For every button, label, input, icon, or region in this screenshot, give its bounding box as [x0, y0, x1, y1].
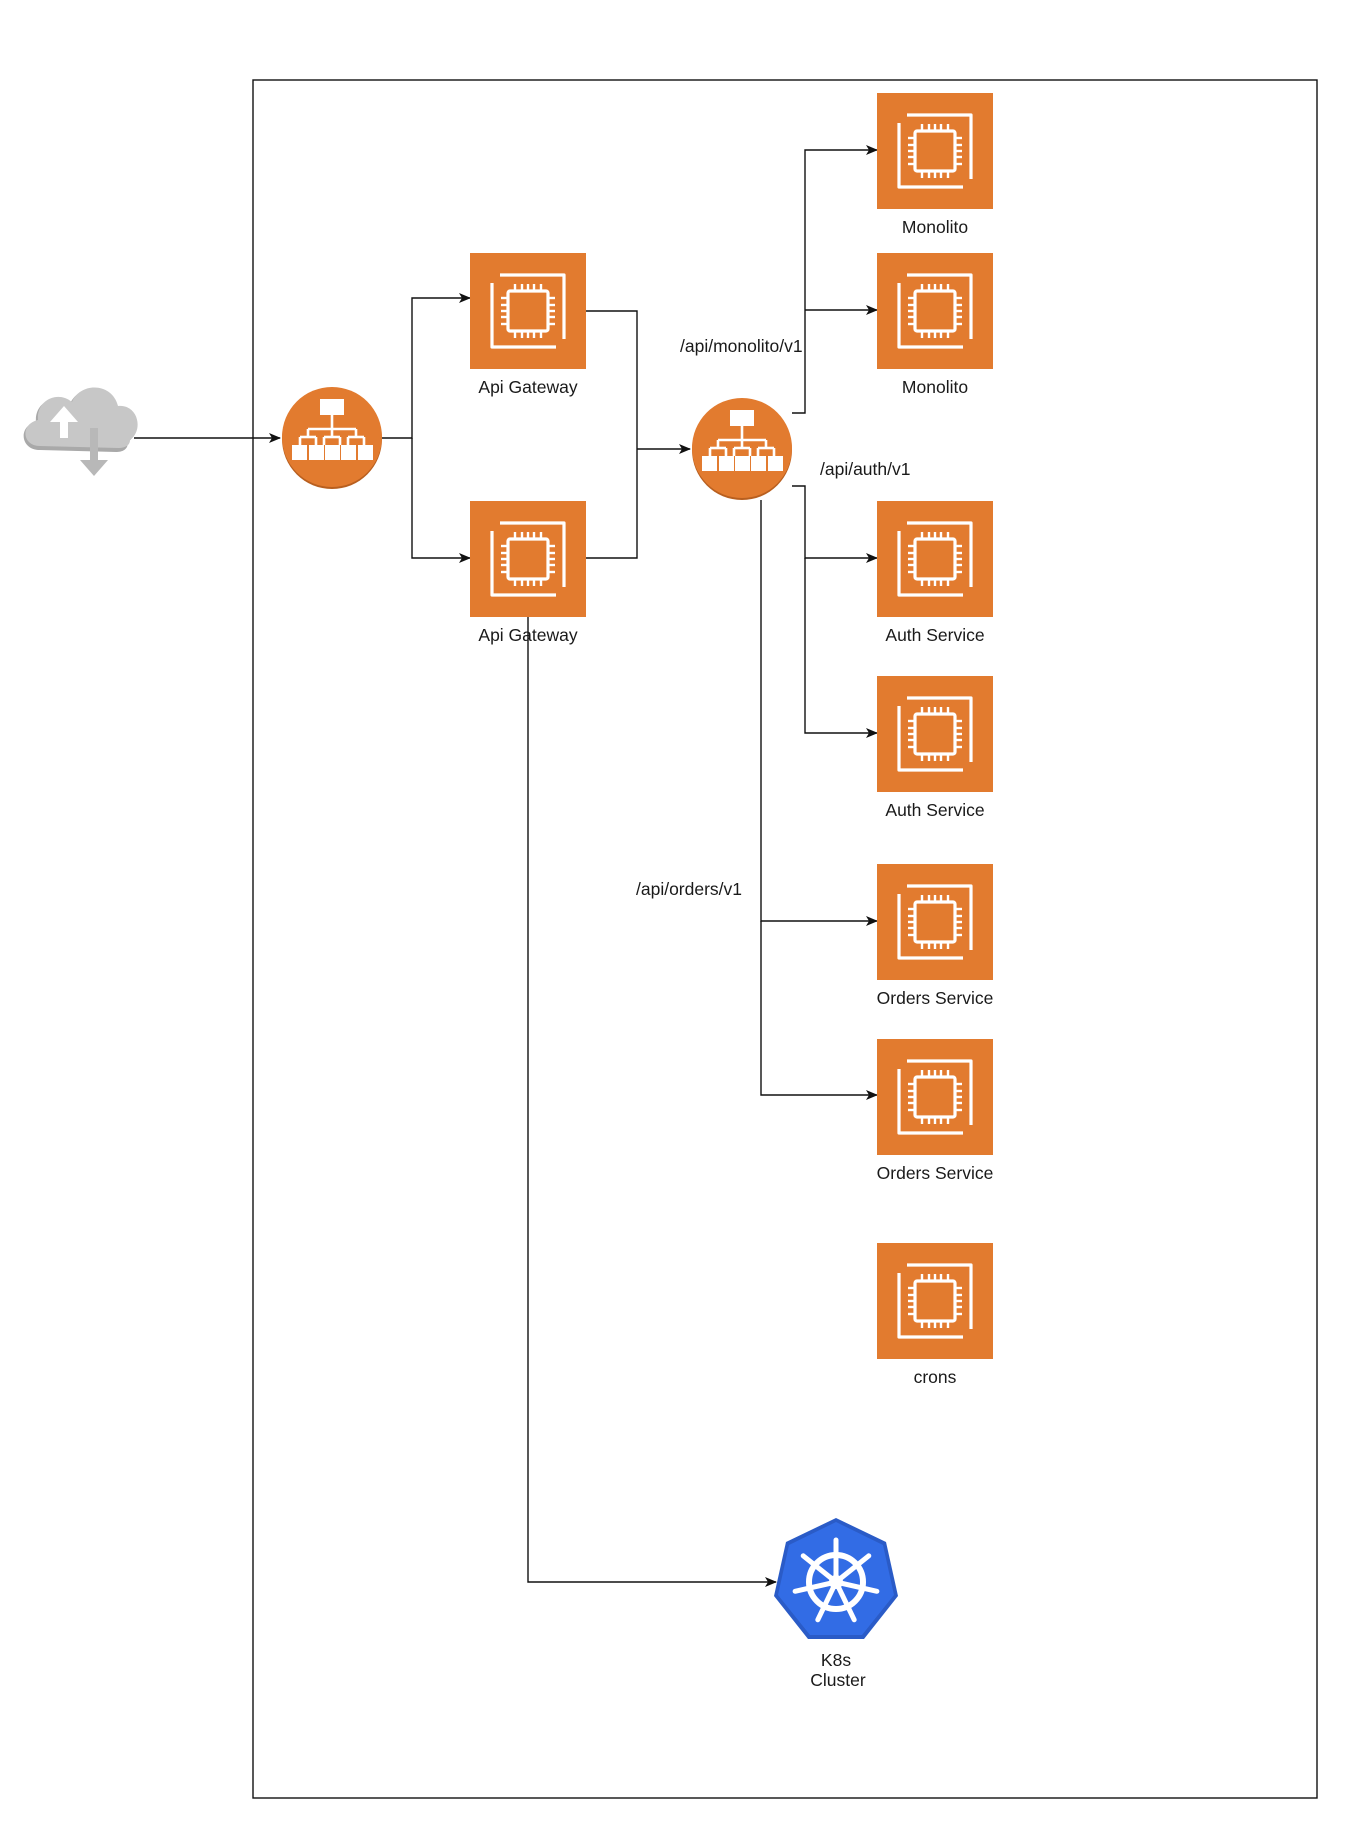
kubernetes-icon [774, 1518, 898, 1639]
ec2-instance-icon [877, 676, 993, 792]
node-orders-service-2[interactable]: Orders Service [877, 1039, 994, 1183]
route-label-monolito: /api/monolito/v1 [680, 336, 803, 356]
edges [134, 145, 878, 1587]
ec2-instance-icon [877, 1039, 993, 1155]
node-label: Monolito [902, 217, 968, 237]
edge-lb-to-auth [792, 485, 878, 563]
node-label: crons [914, 1367, 957, 1387]
boundary-frame [252, 79, 1318, 1799]
node-label-line-1: K8s [821, 1650, 851, 1670]
ec2-instance-icon [470, 253, 586, 369]
node-api-gateway-1[interactable]: Api Gateway [470, 253, 586, 397]
ec2-instance-icon [877, 253, 993, 369]
edge-lb-to-auth-2 [804, 558, 878, 738]
node-label-line-2: Cluster [810, 1670, 866, 1690]
node-auth-service-1[interactable]: Auth Service [877, 501, 993, 645]
node-label: Api Gateway [478, 625, 577, 645]
route-label-auth: /api/auth/v1 [820, 459, 910, 479]
route-label-orders: /api/orders/v1 [636, 879, 742, 899]
edge-lb-to-gateway-1 [381, 293, 471, 439]
edge-lb-to-orders-2 [760, 921, 878, 1100]
node-label: Auth Service [885, 625, 984, 645]
edge-gateway-1-to-lb [585, 310, 638, 559]
ec2-instance-icon [470, 501, 586, 617]
node-label: Monolito [902, 377, 968, 397]
edge-lb-to-monolito [792, 145, 878, 414]
edge-gateway-to-k8s [527, 616, 777, 1587]
node-label: Orders Service [877, 988, 994, 1008]
internet-cloud-icon [23, 387, 138, 476]
ec2-instance-icon [877, 501, 993, 617]
ec2-instance-icon [877, 1243, 993, 1359]
ec2-instance-icon [877, 93, 993, 209]
node-crons[interactable]: crons [877, 1243, 993, 1387]
node-orders-service-1[interactable]: Orders Service [877, 864, 994, 1008]
node-auth-service-2[interactable]: Auth Service [877, 676, 993, 820]
node-monolito-1[interactable]: Monolito [877, 93, 993, 237]
edge-lb-to-gateway-2 [411, 438, 471, 563]
load-balancer-icon[interactable] [280, 385, 384, 489]
node-api-gateway-2[interactable]: Api Gateway [470, 501, 586, 645]
load-balancer-icon[interactable] [690, 396, 794, 500]
edge-lb-to-orders [760, 500, 878, 926]
node-k8s-cluster[interactable]: K8s Cluster [774, 1518, 898, 1690]
ec2-instance-icon [877, 864, 993, 980]
node-label: Api Gateway [478, 377, 577, 397]
node-monolito-2[interactable]: Monolito [877, 253, 993, 397]
node-label: Auth Service [885, 800, 984, 820]
node-label: Orders Service [877, 1163, 994, 1183]
